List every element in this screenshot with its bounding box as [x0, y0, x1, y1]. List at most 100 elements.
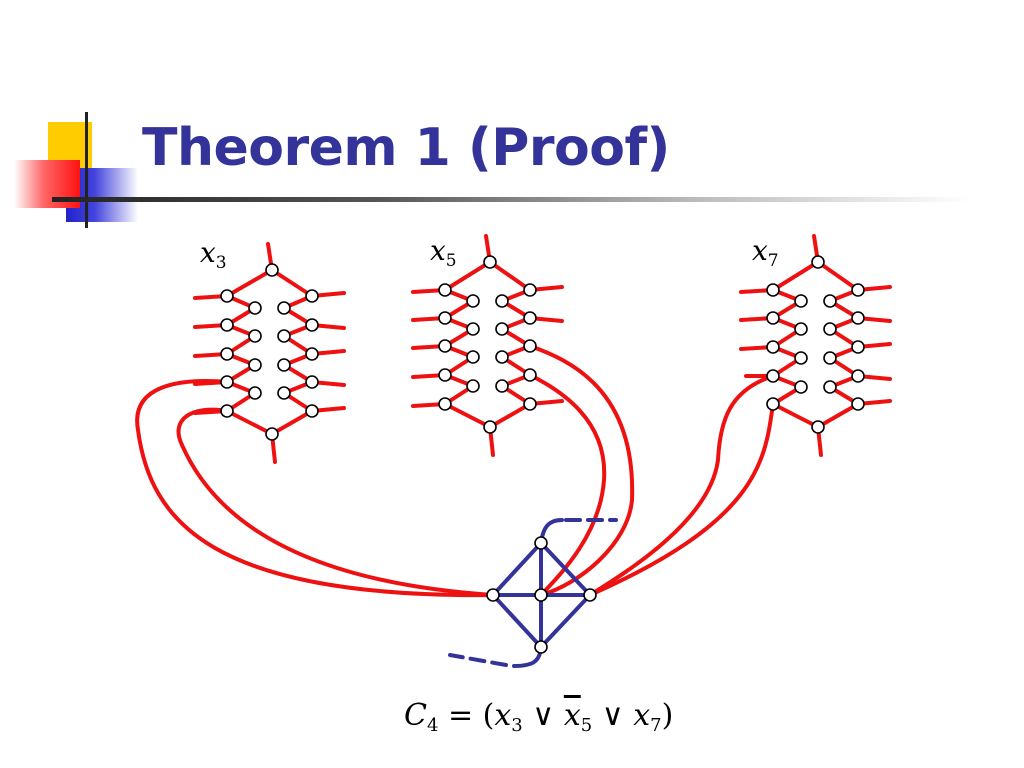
gadget-x3-inner-node	[248, 358, 262, 372]
gadget-x7-outer-node	[766, 340, 780, 354]
connector-x3-outer	[135, 379, 495, 598]
literal-x7: x	[633, 698, 651, 733]
gadget-x7-outer-node	[766, 369, 780, 383]
gadget-x3-inner-node	[248, 329, 262, 343]
gadget-x3-edge	[270, 268, 314, 298]
gadget-x5-outer-node	[438, 283, 452, 297]
gadget-x3-outer-node	[220, 375, 234, 389]
gadget-x5-inner-node	[495, 350, 509, 364]
clause-node	[583, 588, 597, 602]
gadget-x3-outer-node	[305, 289, 319, 303]
open-paren: (	[482, 698, 495, 733]
gadget-x7-edge	[771, 260, 820, 292]
gadget-x7-inner-node	[794, 351, 808, 365]
clause-name: C	[404, 698, 427, 733]
variable-label-x7: x7	[752, 234, 779, 271]
connector-x3-inner	[176, 407, 495, 597]
gadget-x3-apex-node	[265, 427, 279, 441]
gadget-x3-inner-node	[248, 301, 262, 315]
gadget-x7-inner-node	[794, 322, 808, 336]
gadget-x5-edge	[488, 260, 532, 292]
gadget-x5-outer-node	[438, 311, 452, 325]
clause-node	[486, 588, 500, 602]
variable-label-x5: x5	[430, 234, 457, 271]
title-underline	[52, 197, 972, 202]
gadget-x7-outer-node	[851, 311, 865, 325]
gadget-x3-inner-node	[277, 301, 291, 315]
gadget-x5-inner-node	[466, 350, 480, 364]
gadget-x5-apex-node	[483, 255, 497, 269]
gadget-x7-apex-node	[811, 420, 825, 434]
gadget-x3-inner-node	[277, 358, 291, 372]
gadget-x5-outer-node	[523, 283, 537, 297]
gadget-x7-outer-node	[766, 283, 780, 297]
or-symbol: ∨	[532, 698, 555, 733]
connector-x5-outer	[528, 344, 635, 597]
gadget-x5-outer-node	[438, 397, 452, 411]
gadget-x5-inner-node	[495, 294, 509, 308]
gadget-x5-inner-node	[466, 294, 480, 308]
gadget-x3-outer-node	[305, 347, 319, 361]
gadget-x3-inner-node	[277, 329, 291, 343]
or-symbol: ∨	[601, 698, 624, 733]
gadget-x5-apex-node	[483, 420, 497, 434]
gadget-x7-outer-node	[766, 311, 780, 325]
connector-x7-outer	[588, 374, 775, 597]
gadget-x7-edge	[816, 402, 860, 429]
gadget-x7-outer-node	[851, 369, 865, 383]
gadget-x7-outer-node	[851, 397, 865, 411]
gadget-x5-outer-node	[523, 397, 537, 411]
gadget-x5-outer-node	[438, 339, 452, 353]
gadget-x7-inner-node	[794, 294, 808, 308]
gadget-x7-inner-node	[823, 322, 837, 336]
gadget-x5-edge	[443, 260, 492, 292]
gadget-x7-inner-node	[823, 294, 837, 308]
close-paren: )	[661, 698, 674, 733]
gadget-x3-outer-node	[220, 404, 234, 418]
gadget-x3-inner-node	[277, 386, 291, 400]
gadget-x5-outer-node	[523, 311, 537, 325]
clause-node	[534, 588, 548, 602]
gadget-x3-apex-node	[265, 263, 279, 277]
literal-not-x5: x	[563, 698, 581, 733]
gadget-x7-inner-node	[794, 380, 808, 394]
clause-node	[534, 536, 548, 550]
gadget-x7-edge	[771, 402, 820, 429]
gadget-x5-inner-node	[495, 322, 509, 336]
gadget-x7-edge	[816, 260, 860, 292]
clause-edge	[539, 541, 592, 597]
equals-sign: =	[447, 698, 474, 733]
gadget-x3-outer-node	[305, 318, 319, 332]
gadget-x5-inner-node	[495, 379, 509, 393]
gadget-x3-edge	[270, 409, 314, 436]
graph-nodes	[220, 255, 865, 654]
gadget-x5-edge	[443, 402, 492, 429]
clause-edge	[539, 593, 592, 649]
gadget-x5-outer-node	[438, 368, 452, 382]
variable-label-x3: x3	[200, 236, 227, 273]
gadget-x7-outer-node	[851, 283, 865, 297]
gadget-x7-inner-node	[823, 351, 837, 365]
clause-node	[534, 640, 548, 654]
gadget-x7-outer-node	[766, 397, 780, 411]
gadget-x3-outer-node	[220, 318, 234, 332]
title-decoration-vertical-line	[85, 112, 88, 228]
gadget-x3-edge	[225, 268, 274, 298]
gadget-x7-inner-node	[823, 380, 837, 394]
literal-x3: x	[494, 698, 512, 733]
gadget-x5-inner-node	[466, 379, 480, 393]
gadget-x3-outer-node	[220, 289, 234, 303]
clause-formula: C4 = (x3 ∨ x5 ∨ x7)	[404, 698, 674, 736]
clause-edge	[491, 541, 543, 597]
gadget-x5-edge	[488, 402, 532, 429]
gadget-x5-inner-node	[466, 322, 480, 336]
gadget-x7-outer-node	[851, 340, 865, 354]
clause-bottom-dashed-connector	[448, 653, 508, 667]
clause-edge	[491, 593, 543, 649]
gadget-x3-edge	[225, 409, 274, 436]
gadget-x3-outer-node	[220, 347, 234, 361]
gadget-x5-outer-node	[523, 368, 537, 382]
gadget-x5-outer-node	[523, 339, 537, 353]
gadget-x3-outer-node	[305, 404, 319, 418]
